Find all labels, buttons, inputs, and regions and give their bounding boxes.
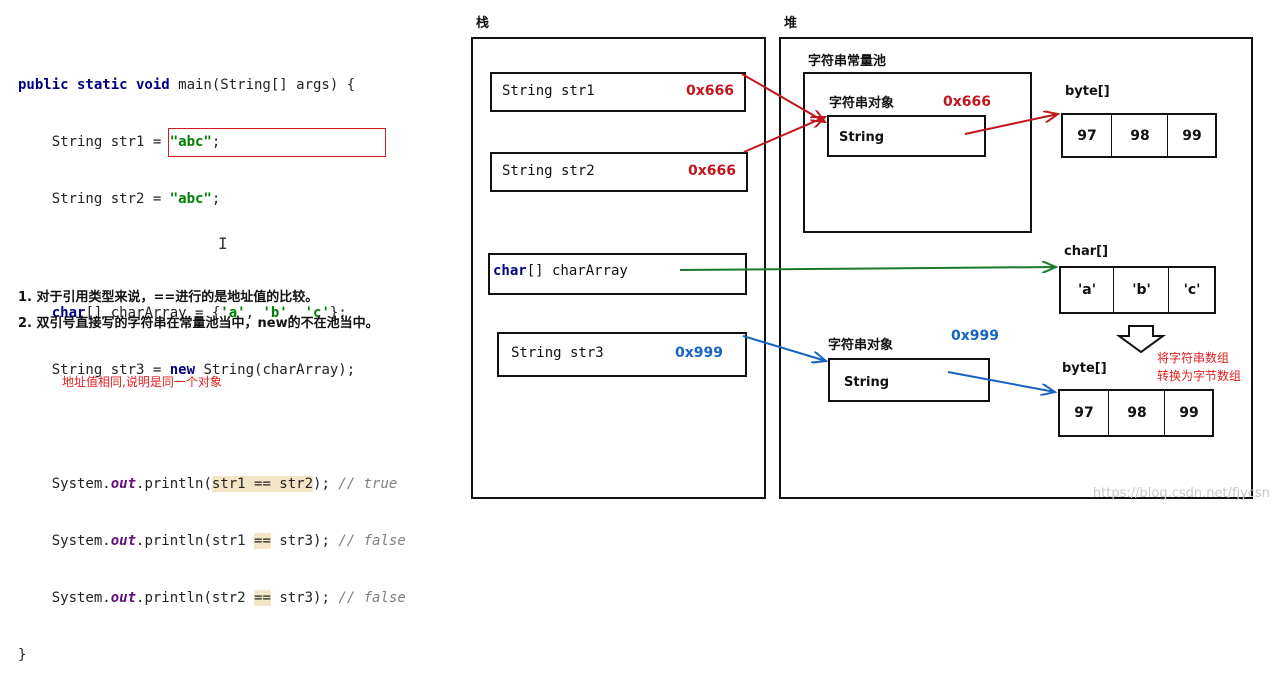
code-line-8: System.out.println(str1 == str2); // tru… [18,476,398,492]
heap-region [779,37,1253,499]
arrow-pool-to-byte1 [964,114,1058,135]
byte1-cell: 98 [1111,115,1168,156]
note-2: 2. 双引号直接写的字符串在常量池当中，new的不在池当中。 [18,316,379,331]
char-cell: 'c' [1168,268,1215,312]
obj2-title: 字符串对象 [828,338,894,353]
char-label: char[] [1064,244,1109,259]
stack-str1-label: String str1 [502,83,595,99]
pool-obj-inner: String [839,130,885,145]
stack-str2-addr: 0x666 [688,163,736,179]
obj2-addr: 0x999 [951,328,999,344]
code-line-1: public static void main(String[] args) { [18,77,356,93]
note-1: 1. 对于引用类型来说，==进行的是地址值的比较。 [18,290,319,305]
convert-note-line-1: 将字符串数组 [1157,351,1230,365]
stack-str3-label: String str3 [511,345,604,361]
heap-title: 堆 [784,16,798,31]
byte2-label: byte[] [1062,361,1107,376]
code-line-6: String str3 = new String(charArray); [18,362,356,378]
stack-region [471,37,766,499]
byte1-array: 97 98 99 [1061,113,1217,158]
arrow-str2-to-pool [743,117,825,153]
char-cell: 'a' [1077,282,1097,298]
byte1-cell: 97 [1077,127,1097,144]
new-string-highlight-box [168,128,386,157]
stack-str2-label: String str2 [502,163,595,179]
byte1-label: byte[] [1065,84,1110,99]
down-arrow-icon [1115,325,1167,354]
char-array: 'a' 'b' 'c' [1059,266,1216,314]
arrow-chararray-to-char [679,267,1056,270]
byte2-cell: 97 [1074,405,1094,421]
code-line-9: System.out.println(str1 == str3); // fal… [18,533,406,549]
stack-str1: String str1 0x666 [490,72,746,112]
convert-note: 将字符串数组 转换为字节数组 [1157,349,1241,385]
char-cell: 'b' [1113,268,1169,312]
code-line-10: System.out.println(str2 == str3); // fal… [18,590,406,606]
stack-chararray-label: char[] charArray [493,263,628,279]
pool-title: 字符串常量池 [808,54,887,69]
code-line-3: String str2 = "abc"; [18,191,221,207]
stack-str3: String str3 0x999 [497,332,747,377]
arrow-str1-to-pool [741,73,825,122]
byte1-cell: 99 [1167,115,1216,156]
pool-obj-title: 字符串对象 [829,96,895,111]
arrow-str3-to-obj2 [742,335,826,361]
stack-str2: String str2 0x666 [490,152,748,192]
code-line-11: } [18,647,27,663]
convert-note-line-2: 转换为字节数组 [1157,369,1242,383]
code-line-5: char[] charArray = {'a', 'b', 'c'}; [51,305,347,321]
red-note: 地址值相同,说明是同一个对象 [62,375,222,389]
text-cursor-icon: I [218,234,228,253]
stack-title: 栈 [476,16,490,31]
stack-chararray: char[] charArray [488,253,747,295]
watermark: https://blog.csdn.net/fjycsn [1092,486,1270,501]
stack-str1-addr: 0x666 [686,83,734,99]
byte2-cell: 98 [1108,391,1165,435]
stack-str3-addr: 0x999 [675,345,723,361]
byte2-array: 97 98 99 [1058,389,1214,437]
arrows-layer [679,73,1167,507]
byte2-cell: 99 [1164,391,1213,435]
code-line-2: String str1 = "abc"; [18,134,221,150]
pool-obj-addr: 0x666 [943,94,991,110]
arrow-obj2-to-byte2 [947,371,1055,392]
pool-obj-box: String [827,115,986,157]
obj2-inner: String [844,375,890,390]
